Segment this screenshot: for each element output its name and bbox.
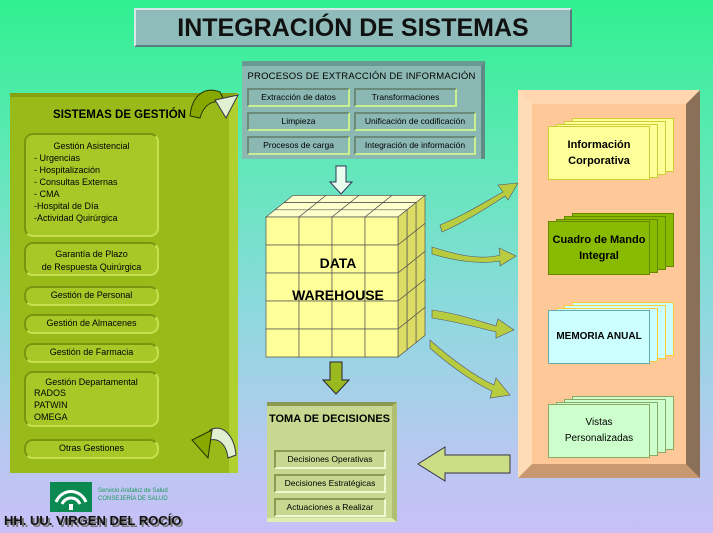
decision-operativas[interactable]: Decisiones Operativas	[274, 450, 386, 469]
warehouse-line2: WAREHOUSE	[292, 287, 384, 303]
otras-gestiones[interactable]: Otras Gestiones	[24, 439, 159, 459]
garantia-line2: de Respuesta Quirúrgica	[41, 262, 142, 272]
gestion-departamental[interactable]: Gestión Departamental RADOS PATWIN OMEGA	[24, 371, 159, 427]
output-label: Información Corporativa	[548, 126, 650, 180]
list-item: - Consultas Externas	[34, 177, 118, 187]
decision-actuaciones[interactable]: Actuaciones a Realizar	[274, 498, 386, 517]
cube-block	[364, 328, 399, 358]
cube-block	[364, 216, 399, 246]
warehouse-line1: DATA	[319, 255, 357, 271]
cube-block	[298, 216, 333, 246]
list-item: - CMA	[34, 189, 60, 199]
output-vistas-personalizadas[interactable]: Vistas Personalizadas	[548, 396, 674, 458]
output-arrow-icon	[429, 339, 511, 399]
management-systems-panel: SISTEMAS DE GESTIÓN Gestión Asistencial …	[10, 93, 238, 473]
extraction-processes-panel: PROCESOS DE EXTRACCIÓN DE INFORMACIÓN Ex…	[242, 61, 485, 159]
logo-text: Servicio Andaluz de Salud CONSEJERÍA DE …	[98, 487, 168, 503]
output-memoria-anual[interactable]: MEMORIA ANUAL	[548, 302, 674, 364]
process-carga[interactable]: Procesos de carga	[247, 136, 350, 155]
list-item: - Hospitalización	[34, 165, 101, 175]
gestion-asistencial[interactable]: Gestión Asistencial - Urgencias - Hospit…	[24, 133, 159, 237]
output-arrow-icon	[431, 309, 515, 339]
output-arrow-icon	[439, 182, 519, 233]
junta-logo	[50, 482, 92, 512]
extraction-header: PROCESOS DE EXTRACCIÓN DE INFORMACIÓN	[247, 71, 476, 82]
output-label: Vistas Personalizadas	[548, 404, 650, 458]
outputs-panel: Información Corporativa Cuadro de Mando …	[518, 90, 700, 478]
cube-block	[265, 328, 300, 358]
output-informacion-corporativa[interactable]: Información Corporativa	[548, 118, 674, 180]
list-item: PATWIN	[34, 400, 68, 410]
departamental-title: Gestión Departamental	[45, 377, 138, 387]
decisions-header: TOMA DE DECISIONES	[268, 413, 391, 425]
process-unificacion[interactable]: Unificación de codificación	[354, 112, 476, 131]
gestion-farmacia[interactable]: Gestión de Farmacia	[24, 343, 159, 363]
page-title: INTEGRACIÓN DE SISTEMAS	[134, 8, 572, 47]
left-arrow-icon	[417, 446, 511, 482]
footer-hospital-name: HH. UU. VIRGEN DEL ROCÍO	[4, 513, 182, 528]
process-transformaciones[interactable]: Transformaciones	[354, 88, 457, 107]
warehouse-label: DATA WAREHOUSE	[282, 247, 394, 311]
logo-line1: Servicio Andaluz de Salud	[98, 488, 168, 494]
output-label: Cuadro de Mando Integral	[548, 221, 650, 275]
asistencial-title: Gestión Asistencial	[53, 141, 130, 151]
down-arrow-icon	[328, 165, 354, 195]
data-warehouse-cube	[265, 194, 426, 358]
gestion-almacenes[interactable]: Gestión de Almacenes	[24, 314, 159, 334]
decisions-panel: TOMA DE DECISIONES Decisiones Operativas…	[267, 402, 397, 522]
output-arrow-icon	[431, 246, 517, 267]
decision-estrategicas[interactable]: Decisiones Estratégicas	[274, 474, 386, 493]
garantia-line1: Garantía de Plazo	[55, 249, 128, 259]
list-item: - Urgencias	[34, 153, 81, 163]
systems-header: SISTEMAS DE GESTIÓN	[53, 109, 186, 121]
process-integracion[interactable]: Integración de información	[354, 136, 476, 155]
list-item: -Hospital de Día	[34, 201, 99, 211]
logo-line2: CONSEJERÍA DE SALUD	[98, 496, 168, 502]
process-limpieza[interactable]: Limpieza	[247, 112, 350, 131]
cube-block	[331, 328, 366, 358]
cube-block	[265, 216, 300, 246]
process-extraccion[interactable]: Extracción de datos	[247, 88, 350, 107]
gestion-personal[interactable]: Gestión de Personal	[24, 286, 159, 306]
curved-arrow-icon	[189, 89, 239, 120]
down-arrow-icon	[321, 361, 351, 395]
curved-arrow-icon	[191, 427, 237, 460]
cube-block	[331, 216, 366, 246]
list-item: OMEGA	[34, 412, 68, 422]
list-item: RADOS	[34, 388, 67, 398]
output-label: MEMORIA ANUAL	[548, 310, 650, 364]
output-cuadro-de-mando[interactable]: Cuadro de Mando Integral	[548, 213, 674, 275]
cube-block	[298, 328, 333, 358]
list-item: -Actividad Quirúrgica	[34, 213, 118, 223]
garantia-plazo[interactable]: Garantía de Plazo de Respuesta Quirúrgic…	[24, 242, 159, 276]
